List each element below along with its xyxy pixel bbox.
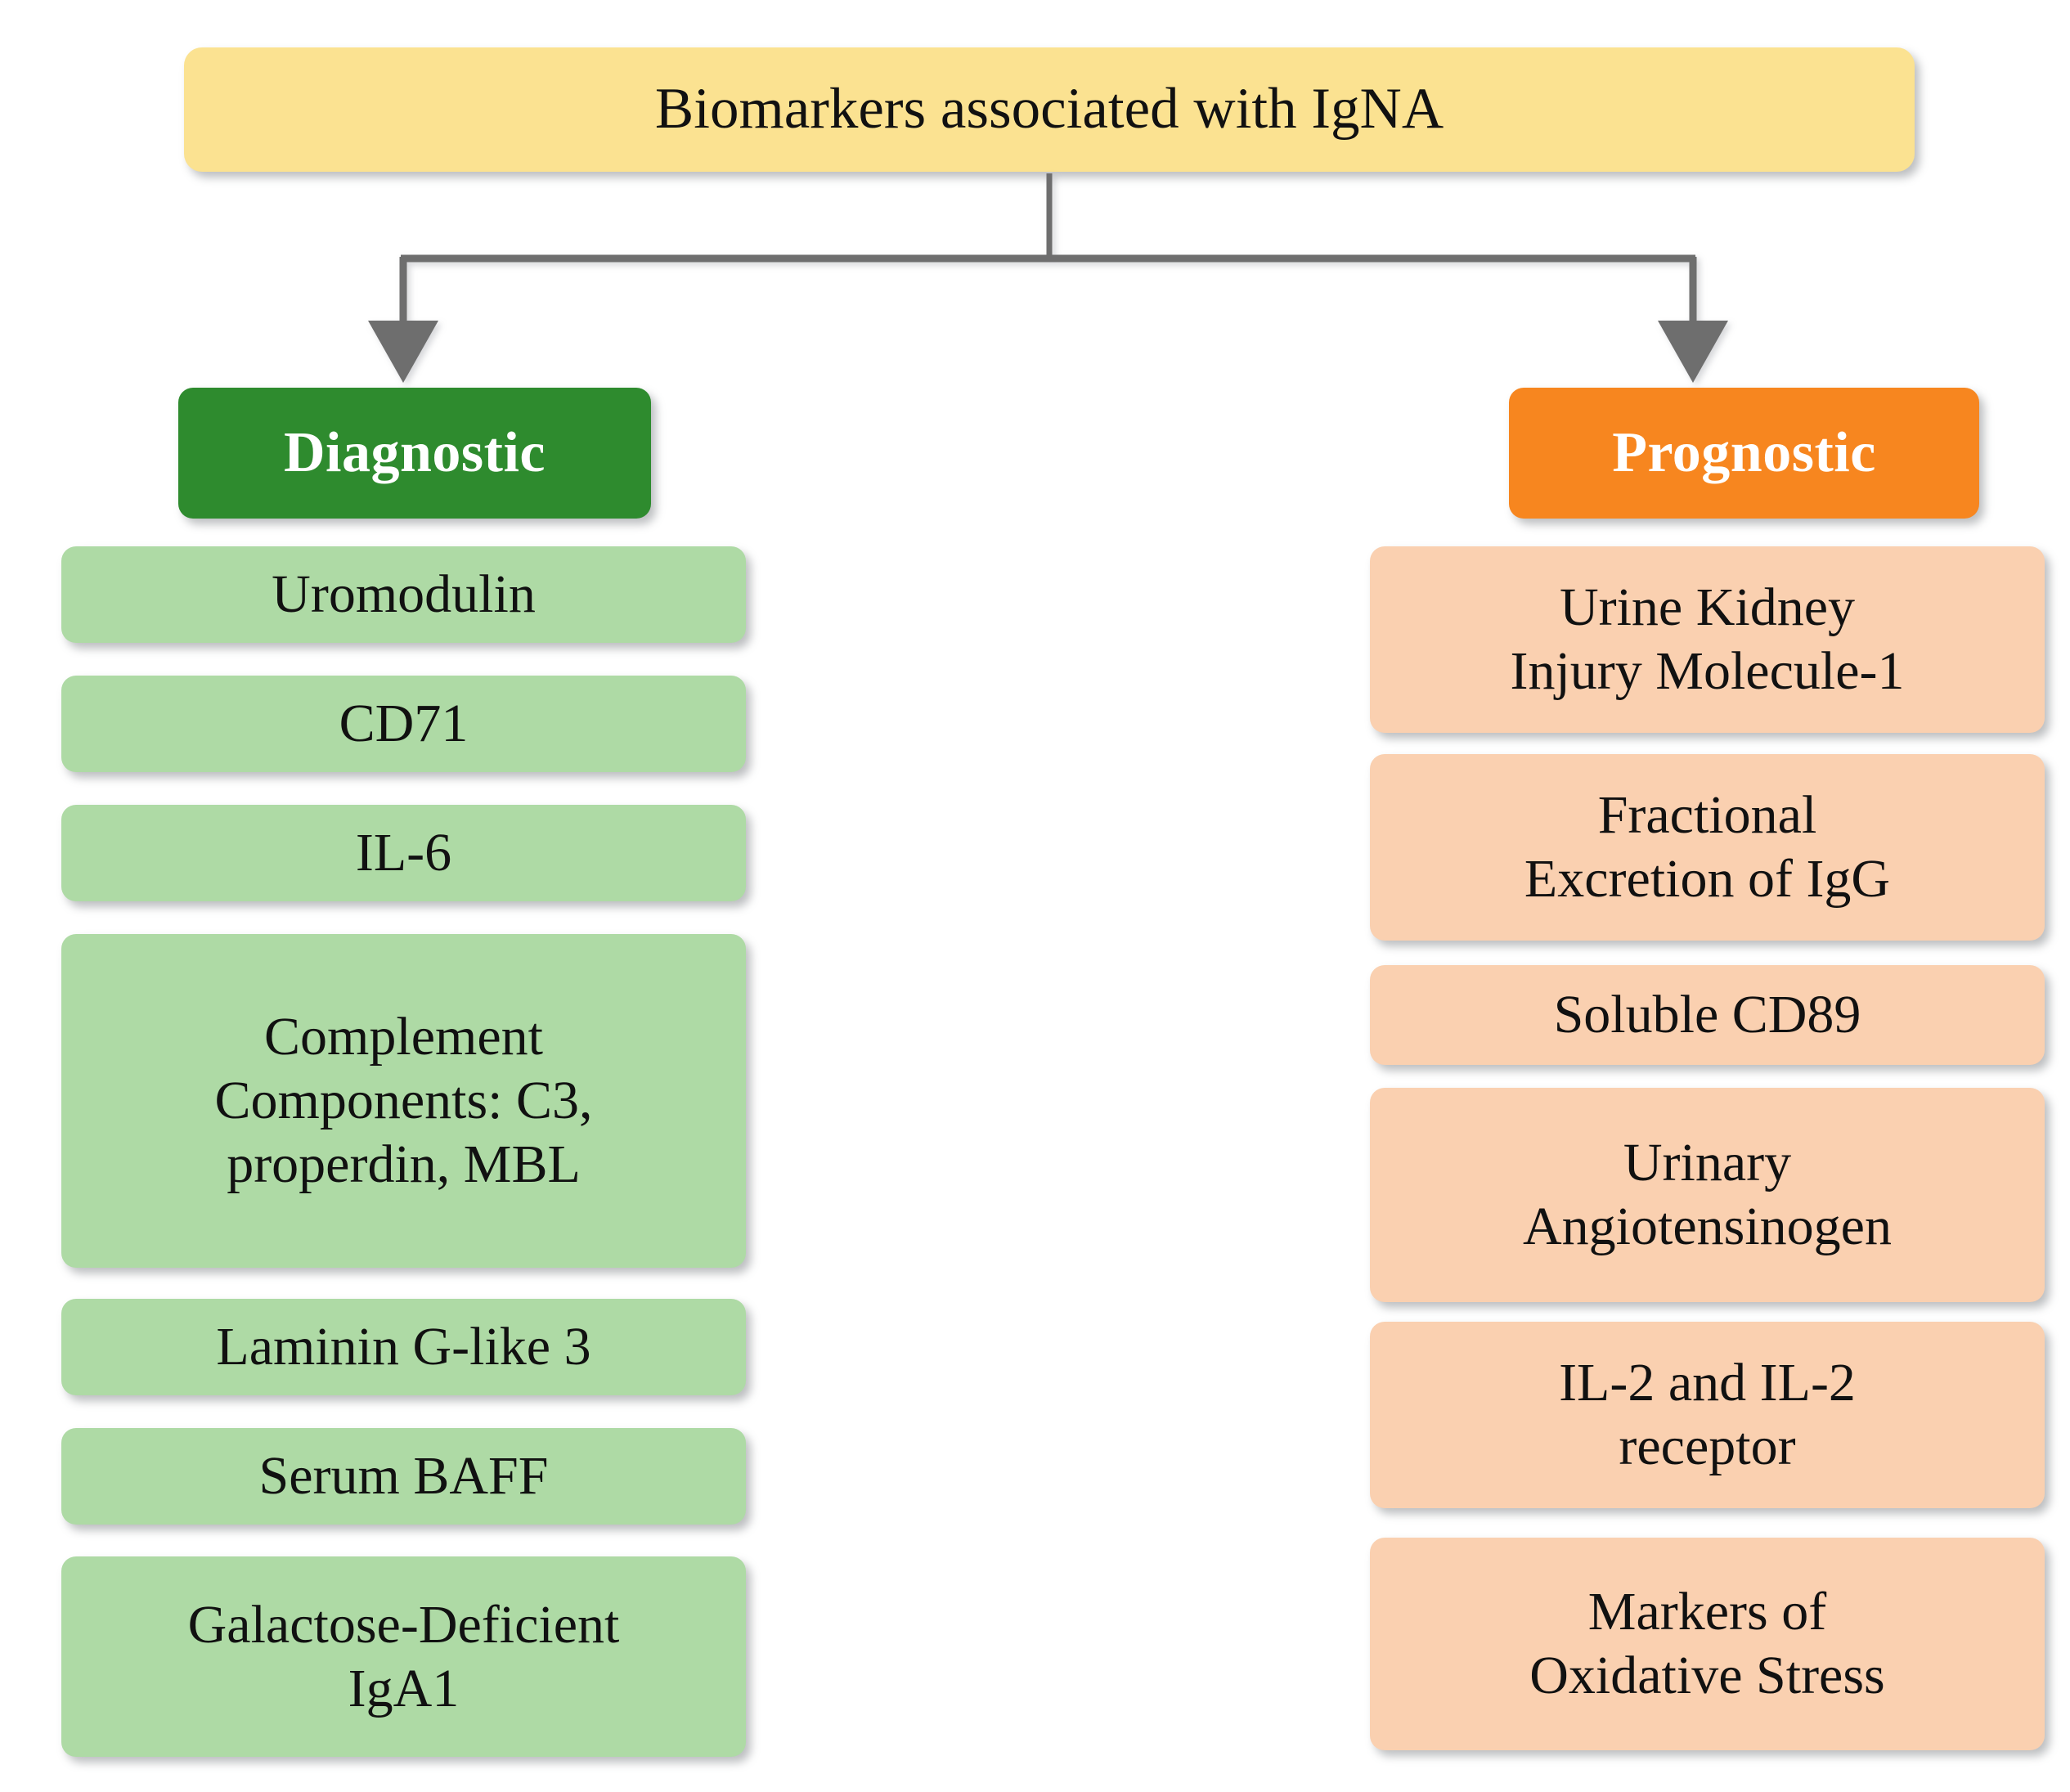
diagnostic-item-laminin-g-like-3: Laminin G-like 3: [61, 1299, 746, 1395]
diagnostic-item-cd71: CD71: [61, 676, 746, 772]
prognostic-item-fractional-excretion-of-igg: Fractional Excretion of IgG: [1370, 754, 2045, 941]
diagnostic-item-galactose-deficient-iga1: Galactose-Deficient IgA1: [61, 1556, 746, 1757]
diagnostic-item-uromodulin: Uromodulin: [61, 546, 746, 643]
prognostic-item-soluble-cd89: Soluble CD89: [1370, 965, 2045, 1065]
category-header-prognostic: Prognostic: [1509, 388, 1979, 519]
diagnostic-item-il6: IL-6: [61, 805, 746, 901]
diagnostic-item-complement-components: Complement Components: C3, properdin, MB…: [61, 934, 746, 1268]
category-header-diagnostic: Diagnostic: [178, 388, 651, 519]
prognostic-item-markers-of-oxidative-stress: Markers of Oxidative Stress: [1370, 1538, 2045, 1750]
arrowhead-diagnostic-icon: [368, 321, 438, 383]
arrowhead-prognostic-icon: [1658, 321, 1728, 383]
chart-title-box: Biomarkers associated with IgNA: [184, 47, 1915, 172]
diagnostic-item-serum-baff: Serum BAFF: [61, 1428, 746, 1525]
prognostic-item-il2-and-il2-receptor: IL-2 and IL-2 receptor: [1370, 1322, 2045, 1508]
prognostic-item-urine-kidney-injury-molecule-1: Urine Kidney Injury Molecule-1: [1370, 546, 2045, 733]
prognostic-item-urinary-angiotensinogen: Urinary Angiotensinogen: [1370, 1088, 2045, 1302]
